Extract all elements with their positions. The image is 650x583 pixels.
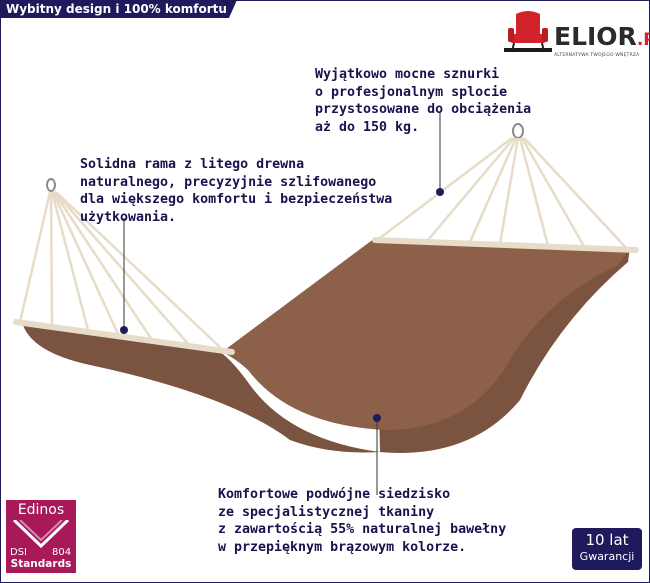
brand-name: ELIOR (554, 22, 637, 51)
right-ropes (379, 137, 631, 253)
banner-title: Wybitny design i 100% komfortu (0, 0, 237, 18)
edinos-number: 804 (52, 547, 72, 558)
edinos-mark-icon (12, 520, 70, 549)
warranty-years: 10 lat (585, 531, 629, 549)
callout-lines (123, 112, 441, 495)
chair-logo-icon (504, 11, 552, 53)
edinos-standards: Standards (10, 558, 72, 570)
note-frame: Solidna rama z litego drewna naturalnego… (80, 157, 393, 225)
note-seat: Komfortowe podwójne siedzisko ze specjal… (218, 487, 507, 555)
warranty-badge: 10 lat Gwarancji (572, 528, 642, 570)
brand-tagline: ALTERNATYWA TWOJEGO WNĘTRZA (554, 53, 640, 58)
edinos-badge: Edinos DSI 804 Standards (6, 500, 76, 573)
left-ropes (18, 191, 226, 353)
left-ring-icon (46, 178, 56, 192)
brand-tld: .PL (636, 30, 650, 50)
brand-logo: ELIOR.PL (554, 22, 650, 51)
edinos-dsi: DSI (10, 547, 27, 558)
edinos-name: Edinos (17, 502, 65, 518)
callout-dots (120, 188, 444, 422)
note-ropes: Wyjątkowo mocne sznurki o profesjonalnym… (315, 67, 532, 135)
left-wooden-bar (13, 319, 235, 355)
warranty-label: Gwarancji (579, 550, 635, 563)
right-wooden-bar (372, 237, 639, 253)
